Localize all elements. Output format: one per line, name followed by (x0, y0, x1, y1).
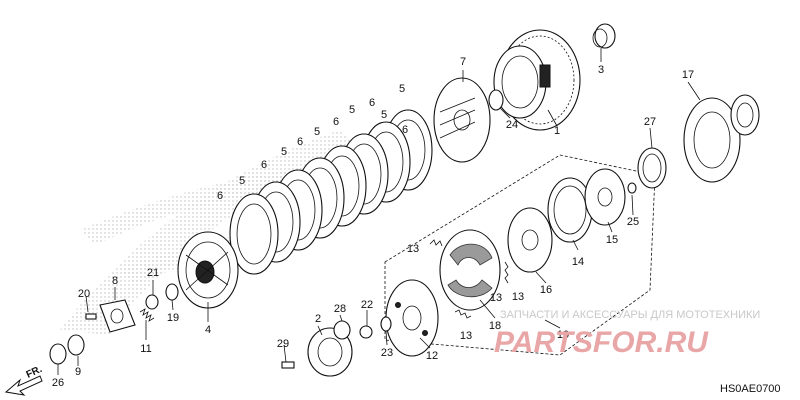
callout-28: 28 (334, 303, 346, 315)
callout-13b: 13 (512, 291, 524, 303)
callout-5d: 5 (281, 146, 287, 158)
washer-23 (380, 316, 392, 332)
driven-gear-assembly (683, 94, 760, 183)
plate-15 (584, 168, 626, 226)
bolt-20 (85, 313, 97, 320)
lifter-plate (99, 299, 136, 333)
spring-11 (139, 308, 155, 322)
drive-plate-12 (385, 279, 439, 357)
callout-7: 7 (460, 56, 466, 68)
callout-26: 26 (52, 377, 64, 389)
clutch-outer (493, 29, 581, 131)
callout-16: 16 (540, 284, 552, 296)
bearing-9 (67, 334, 85, 356)
callout-5a: 5 (399, 83, 405, 95)
callout-25: 25 (627, 216, 639, 228)
callout-6e: 6 (217, 190, 223, 202)
callout-4: 4 (205, 324, 211, 336)
callout-10: 10 (557, 329, 569, 341)
callout-15: 15 (606, 234, 618, 246)
callouts: 1 2 3 4 5 5 5 5 5 5 6 6 6 6 6 6 7 8 9 10… (52, 56, 694, 389)
callout-18: 18 (489, 320, 501, 332)
clutch-disc-stack (229, 109, 433, 275)
nut-22 (359, 325, 373, 339)
callout-11: 11 (140, 343, 151, 355)
callout-29: 29 (277, 338, 289, 350)
bolt-29 (281, 361, 295, 369)
callout-9: 9 (75, 366, 81, 378)
callout-6d: 6 (261, 159, 267, 171)
watermark-logo: PARTSFOR.RU (494, 326, 709, 359)
callout-5e: 5 (239, 175, 245, 187)
callout-2: 2 (315, 313, 321, 325)
watermark-text: ЗАПЧАСТИ И АКСЕССУАРЫ ДЛЯ МОТОТЕХНИКИ (500, 309, 760, 321)
sub-assembly-outline (384, 154, 656, 356)
callout-13a: 13 (407, 243, 419, 255)
callout-3: 3 (598, 64, 604, 76)
callout-23: 23 (381, 347, 393, 359)
callout-27: 27 (644, 116, 656, 128)
callout-22: 22 (361, 299, 373, 311)
callout-12: 12 (426, 350, 438, 362)
callout-21: 21 (147, 267, 159, 279)
clip-25 (627, 182, 637, 194)
callout-1: 1 (554, 125, 560, 137)
ring-14 (547, 177, 593, 243)
plate-16 (507, 207, 553, 273)
callout-14: 14 (572, 256, 584, 268)
callout-5c: 5 (314, 126, 320, 138)
ring-28 (333, 320, 351, 340)
springs-13 (429, 239, 509, 319)
washer-24 (488, 89, 504, 111)
front-direction-arrow: FR. (4, 364, 44, 396)
callout-5b: 5 (349, 104, 355, 116)
callout-6b: 6 (333, 116, 339, 128)
callout-6f: 6 (402, 124, 408, 136)
callout-13c: 13 (460, 330, 472, 342)
callout-19: 19 (167, 312, 179, 324)
callout-13d: 13 (490, 292, 502, 304)
collar (592, 23, 616, 49)
bearing-26 (49, 343, 67, 365)
pressure-plate (433, 77, 491, 163)
diagram-code: HS0AE0700 (720, 383, 781, 395)
callout-17: 17 (682, 69, 694, 81)
callout-20: 20 (78, 288, 90, 300)
collar-21 (145, 294, 159, 310)
needle-bearing (637, 147, 667, 189)
callout-6a: 6 (369, 97, 375, 109)
washer-19 (165, 283, 179, 301)
callout-8: 8 (112, 275, 118, 287)
leader-lines (57, 48, 701, 375)
clutch-center (177, 231, 239, 309)
one-way-clutch-2 (307, 327, 353, 377)
callout-5f: 5 (381, 109, 387, 121)
callout-24: 24 (506, 119, 518, 131)
callout-6c: 6 (297, 136, 303, 148)
clutch-weights-18 (439, 229, 501, 311)
